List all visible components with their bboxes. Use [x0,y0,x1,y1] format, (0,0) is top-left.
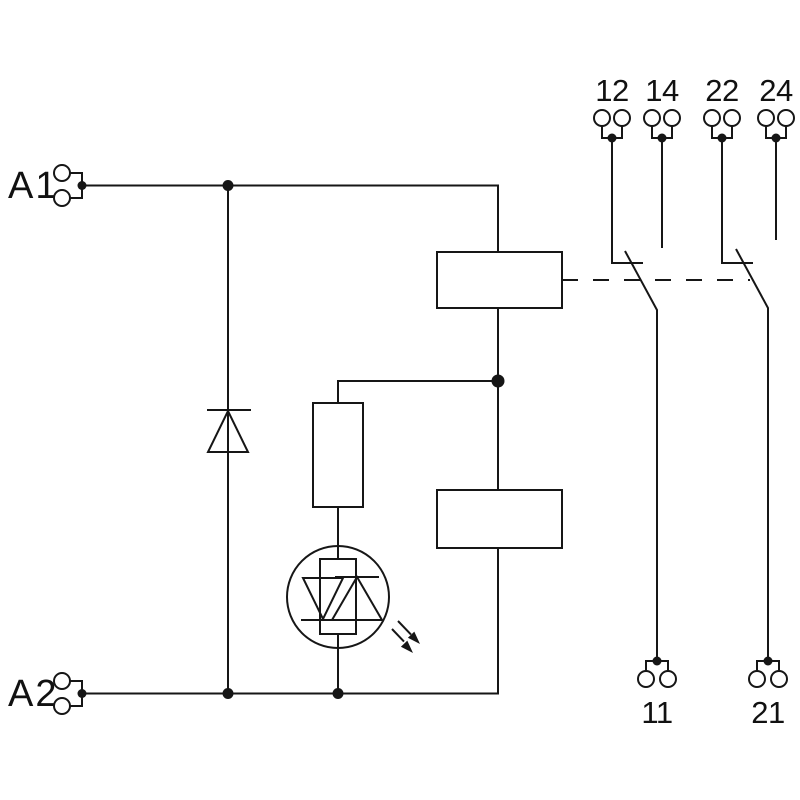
terminal-21-label: 21 [751,695,784,730]
terminal-21-clamp-1 [748,670,766,688]
led-circle [286,545,390,649]
terminal-14: 14 [643,73,681,143]
led-emission-arrows [391,620,420,653]
terminal-a2-clamp-1 [53,672,71,690]
terminal-21: 21 [748,656,788,730]
coil-block-upper [436,251,563,309]
relay-coil [436,251,563,549]
a1-rail-wire [82,184,499,252]
terminal-24-clamp-1 [757,109,775,127]
contact1-nc-seat [611,138,643,264]
terminal-24-clamp-2 [777,109,795,127]
terminal-a1-clamp-1 [53,164,71,182]
terminal-11-label: 11 [641,695,672,730]
coil-block-lower [436,489,563,549]
terminal-12-clamp-2 [613,109,631,127]
terminal-a1-clamp-2 [53,189,71,207]
terminal-24-label: 24 [759,73,793,108]
terminal-12-clamp-1 [593,109,611,127]
terminal-12: 12 [593,73,631,143]
terminal-11-clamp-2 [659,670,677,688]
terminal-14-clamp-1 [643,109,661,127]
changeover-contact-1 [611,138,663,661]
indicator-branch [286,380,498,694]
contact2-nc-seat [721,138,753,264]
terminal-12-label: 12 [595,73,628,108]
changeover-contact-2 [721,138,777,661]
led-arrow-2-shaft [391,628,405,643]
terminal-22-label: 22 [705,73,738,108]
led-indicator [286,545,420,653]
terminal-a2-label: A2 [8,673,58,715]
led-body-rect [319,558,357,635]
terminal-22: 22 [703,73,741,143]
terminal-11-bracket [645,660,669,671]
terminal-a1-label: A1 [8,165,58,207]
diode-triangle [206,408,250,453]
terminal-22-clamp-1 [703,109,721,127]
led-arrow-2-head [400,640,413,653]
terminal-a2: A2 [8,672,87,715]
led-diode-down-triangle [301,577,345,622]
terminal-14-label: 14 [645,73,679,108]
terminal-24: 24 [757,73,795,143]
led-diode-up-triangle [330,575,384,621]
series-resistor [312,402,364,508]
terminal-11-clamp-1 [637,670,655,688]
contact2-blade-and-common [735,248,769,661]
terminal-21-clamp-2 [770,670,788,688]
a2-rail-wire [82,548,499,695]
led-arrow-1-head [407,631,420,644]
terminal-21-bracket [756,660,780,671]
terminal-14-clamp-2 [663,109,681,127]
contact1-blade-and-common [624,250,658,661]
terminal-22-clamp-2 [723,109,741,127]
freewheeling-diode [206,185,251,694]
resistor-feed-wire [337,380,498,403]
terminal-a2-clamp-2 [53,697,71,715]
led-arrow-1-shaft [397,620,412,636]
terminal-a1: A1 [8,164,87,207]
terminal-11: 11 [637,656,677,730]
